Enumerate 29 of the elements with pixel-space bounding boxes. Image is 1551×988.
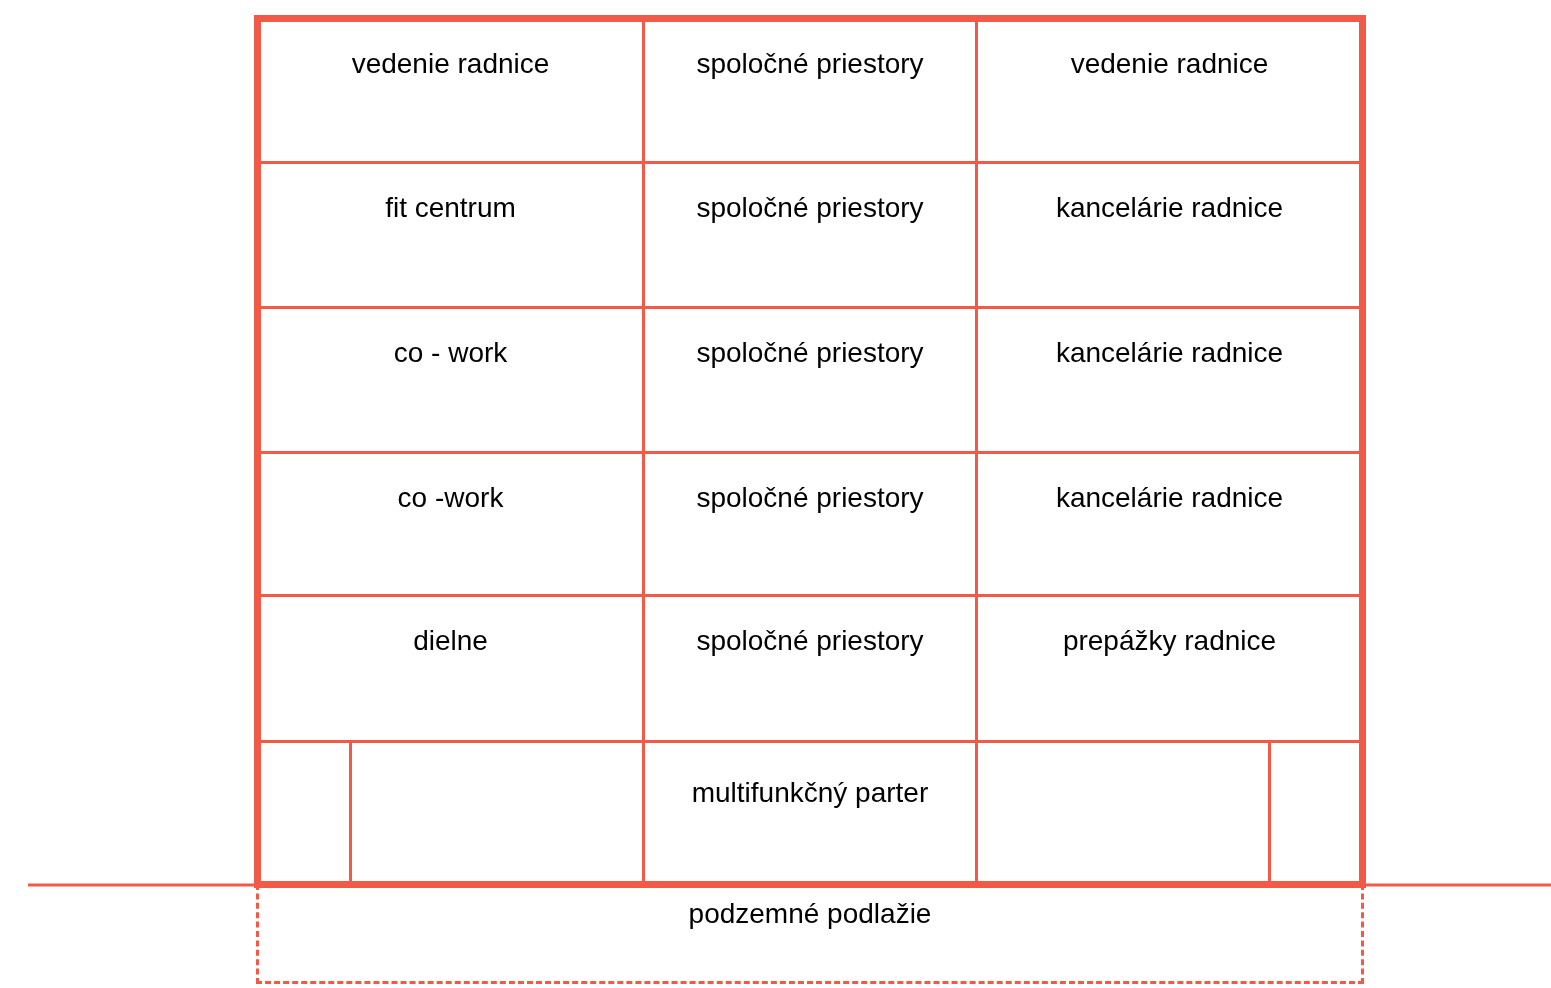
room-label: kancelárie radnice [1055, 192, 1284, 224]
room-cell [1268, 740, 1361, 884]
room-label: dielne [413, 625, 488, 657]
room-label: spoločné priestory [696, 48, 924, 80]
room-label: fit centrum [385, 192, 516, 224]
room-label: multifunkčný parter [691, 777, 929, 809]
room-cell [975, 306, 1361, 451]
room-cell [642, 740, 975, 884]
room-label: kancelárie radnice [1055, 337, 1284, 369]
room-cell [642, 306, 975, 451]
room-cell [642, 451, 975, 594]
room-cell [349, 740, 642, 884]
room-label: spoločné priestory [696, 625, 924, 657]
room-cell [642, 594, 975, 740]
room-cell [642, 161, 975, 306]
room-label: spoločné priestory [696, 482, 924, 514]
room-label: spoločné priestory [696, 337, 924, 369]
room-label: vedenie radnice [351, 48, 550, 80]
room-label: prepážky radnice [1062, 625, 1277, 657]
room-cell [975, 451, 1361, 594]
room-label: co - work [393, 337, 508, 369]
room-cell [975, 594, 1361, 740]
floor-label: podzemné podlažie [688, 898, 932, 930]
room-cell [975, 740, 1268, 884]
room-cell [975, 161, 1361, 306]
room-label: kancelárie radnice [1055, 482, 1284, 514]
room-label: vedenie radnice [1070, 48, 1269, 80]
room-label: spoločné priestory [696, 192, 924, 224]
room-label: co -work [397, 482, 504, 514]
